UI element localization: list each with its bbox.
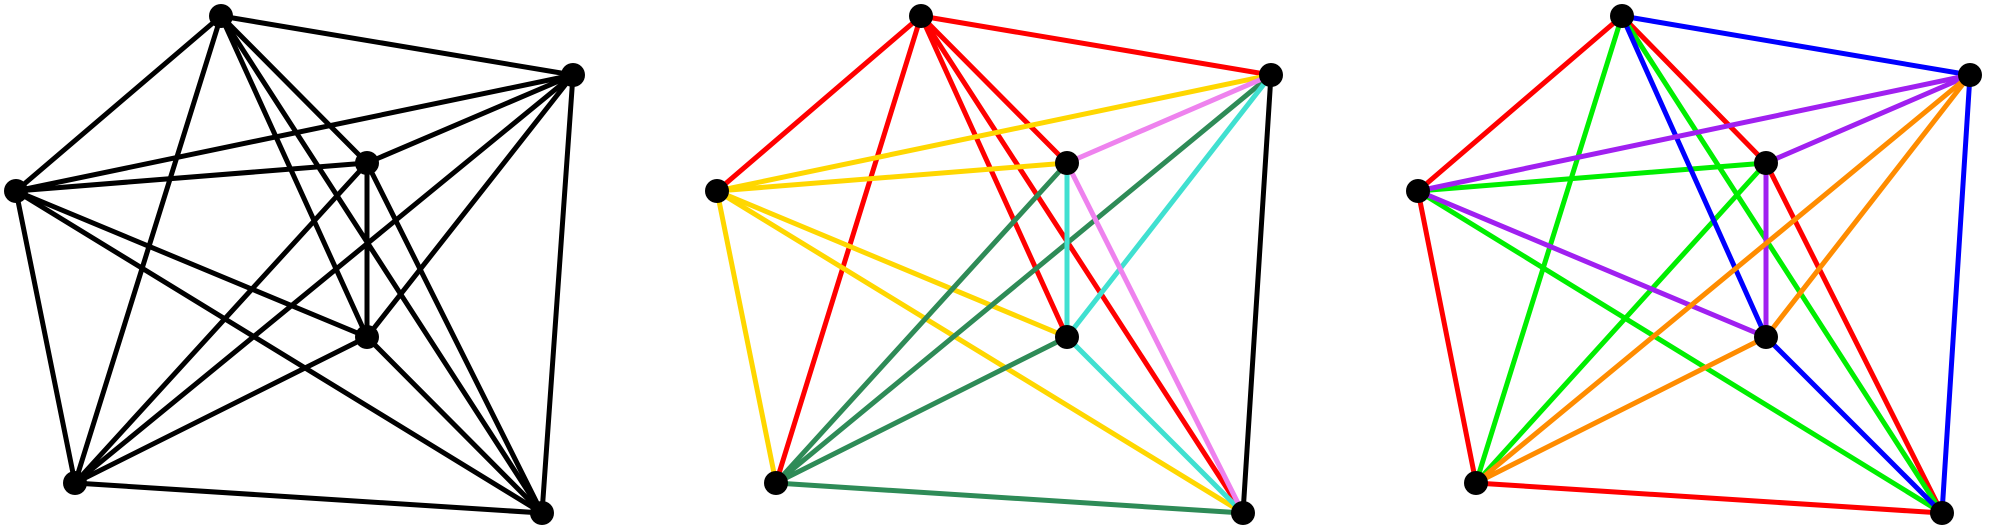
edge-f-d (773, 72, 1274, 486)
graph-node-a (909, 4, 933, 28)
edge-c-f (714, 188, 779, 486)
edge-c-e (1415, 188, 1769, 340)
edge-e-f (1473, 334, 1769, 486)
graph-node-f (1464, 471, 1488, 495)
graph-panel-black (4, 4, 585, 525)
graph-node-g (1231, 501, 1255, 525)
graph-node-d (1958, 63, 1982, 87)
edge-f-e (773, 334, 1070, 486)
graph-node-e (355, 325, 379, 349)
edge-a-c (13, 13, 224, 194)
graph-node-b (1754, 151, 1778, 175)
edge-d-e (1763, 72, 1973, 340)
edge-c-g (13, 188, 545, 516)
edge-d-f (1473, 72, 1973, 486)
graph-node-a (209, 4, 233, 28)
edge-a-e (218, 13, 370, 340)
edge-c-d (714, 72, 1274, 194)
edge-a-c (714, 13, 924, 194)
edge-b-f (1473, 160, 1769, 486)
edge-a-d (918, 13, 1274, 78)
edge-a-b (218, 13, 370, 166)
edge-e-g (1763, 334, 1945, 516)
graph-node-d (1259, 63, 1283, 87)
edge-a-f (1473, 13, 1625, 486)
graph-panel-multicolor-2 (1406, 4, 1982, 525)
edge-c-d (13, 72, 576, 194)
edge-c-g (1415, 188, 1945, 516)
edge-b-f (72, 160, 370, 486)
edge-c-g (714, 188, 1246, 516)
graph-node-f (63, 471, 87, 495)
graph-node-c (1406, 179, 1430, 203)
edge-c-f (13, 188, 78, 486)
edge-a-f (773, 13, 924, 486)
graph-node-d (561, 63, 585, 87)
edge-a-g (918, 13, 1246, 516)
graph-node-b (355, 151, 379, 175)
edge-a-c (1415, 13, 1625, 194)
graph-node-e (1754, 325, 1778, 349)
edge-c-f (1415, 188, 1479, 486)
graph-node-c (705, 179, 729, 203)
edge-e-g (364, 334, 545, 516)
edge-f-b (773, 160, 1070, 486)
graph-node-a (1610, 4, 1634, 28)
graph-panel-multicolor-1 (705, 4, 1283, 525)
edge-d-g (1939, 72, 1973, 516)
edge-b-c (1415, 160, 1769, 194)
edge-d-f (72, 72, 576, 486)
edge-b-d (364, 72, 576, 166)
edge-c-e (714, 188, 1070, 340)
edge-d-g (539, 72, 576, 516)
edge-d-g (1240, 72, 1274, 516)
edge-f-g (72, 480, 545, 516)
graph-node-g (530, 501, 554, 525)
edge-d-e (1064, 72, 1274, 340)
edge-d-b (1064, 72, 1274, 166)
graph-node-g (1930, 501, 1954, 525)
edge-b-g (1064, 160, 1246, 516)
edge-a-d (1619, 13, 1973, 78)
edge-a-f (72, 13, 224, 486)
edge-a-e (1619, 13, 1769, 340)
edge-f-g (1473, 480, 1945, 516)
edge-a-d (218, 13, 576, 78)
edge-a-g (1619, 13, 1945, 516)
edge-d-e (364, 72, 576, 340)
edge-b-d (1763, 72, 1973, 166)
edge-c-b (714, 160, 1070, 194)
edge-a-b (1619, 13, 1769, 166)
edge-a-e (918, 13, 1070, 340)
edge-e-f (72, 334, 370, 486)
edge-e-g (1064, 334, 1246, 516)
edge-b-c (13, 160, 370, 194)
graph-node-f (764, 471, 788, 495)
edge-a-b (918, 13, 1070, 166)
graph-node-c (4, 179, 28, 203)
edge-c-e (13, 188, 370, 340)
edge-a-g (218, 13, 545, 516)
edge-f-g (773, 480, 1246, 516)
edge-c-d (1415, 72, 1973, 194)
graph-node-e (1055, 325, 1079, 349)
graph-node-b (1055, 151, 1079, 175)
